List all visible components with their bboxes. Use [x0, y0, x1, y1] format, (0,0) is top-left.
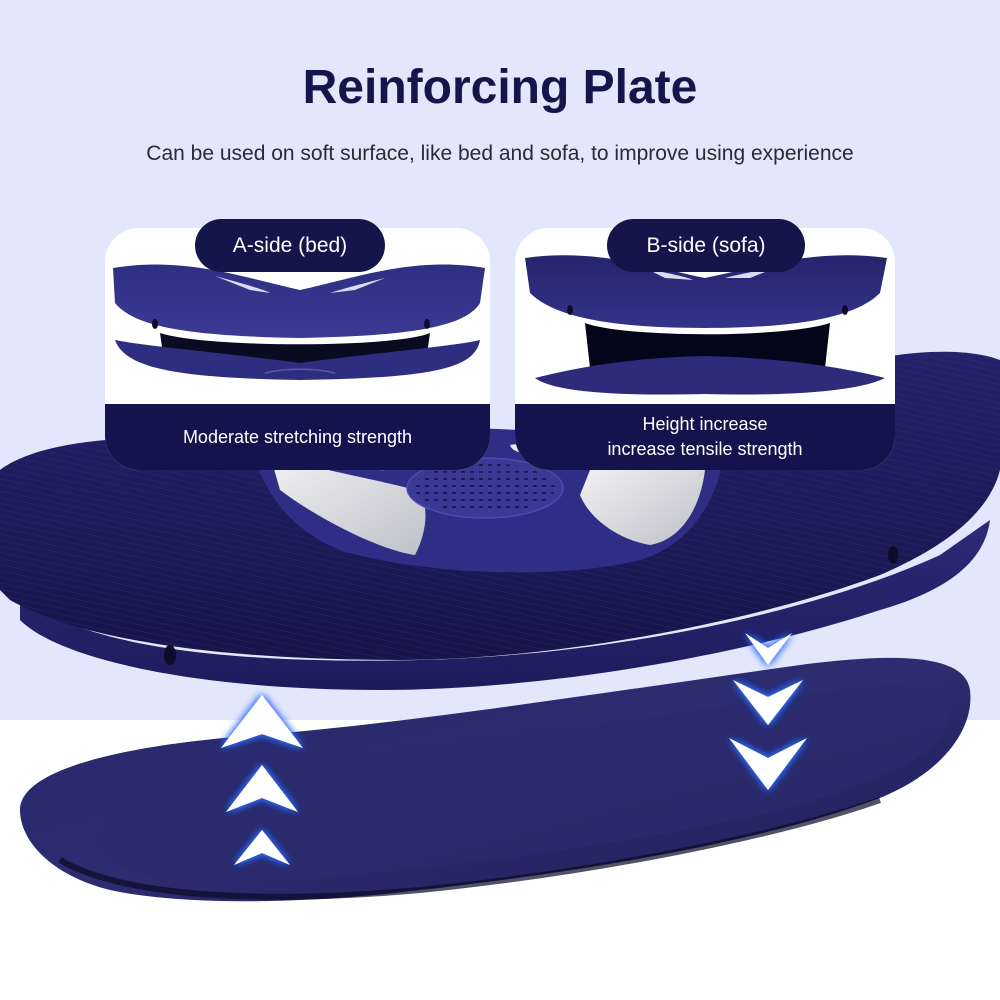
page-subtitle: Can be used on soft surface, like bed an… [146, 142, 854, 165]
pillow-base [20, 520, 990, 690]
chevron-up-icon [226, 765, 298, 812]
chevron-up-icon [234, 830, 290, 865]
b-side-product-image [525, 255, 887, 395]
b-side-label: B-side (sofa) [607, 219, 805, 272]
down-arrows [729, 633, 807, 790]
a-side-label: A-side (bed) [195, 219, 385, 272]
chevron-down-icon [729, 738, 807, 790]
panel-b-side: Height increase increase tensile strengt… [515, 228, 895, 470]
pillow-port-right [888, 546, 898, 564]
chevron-down-icon [745, 633, 792, 665]
a-side-caption: Moderate stretching strength [105, 404, 490, 470]
up-arrows [221, 695, 303, 865]
left-pad [270, 455, 426, 555]
chevron-down-icon [733, 680, 803, 725]
pillow-port-left [164, 645, 176, 665]
right-pad [580, 465, 705, 545]
chevron-up-icon [221, 695, 303, 748]
a-side-product-image [113, 264, 485, 380]
page-title: Reinforcing Plate [302, 61, 698, 114]
b-side-caption: Height increase increase tensile strengt… [515, 404, 895, 470]
